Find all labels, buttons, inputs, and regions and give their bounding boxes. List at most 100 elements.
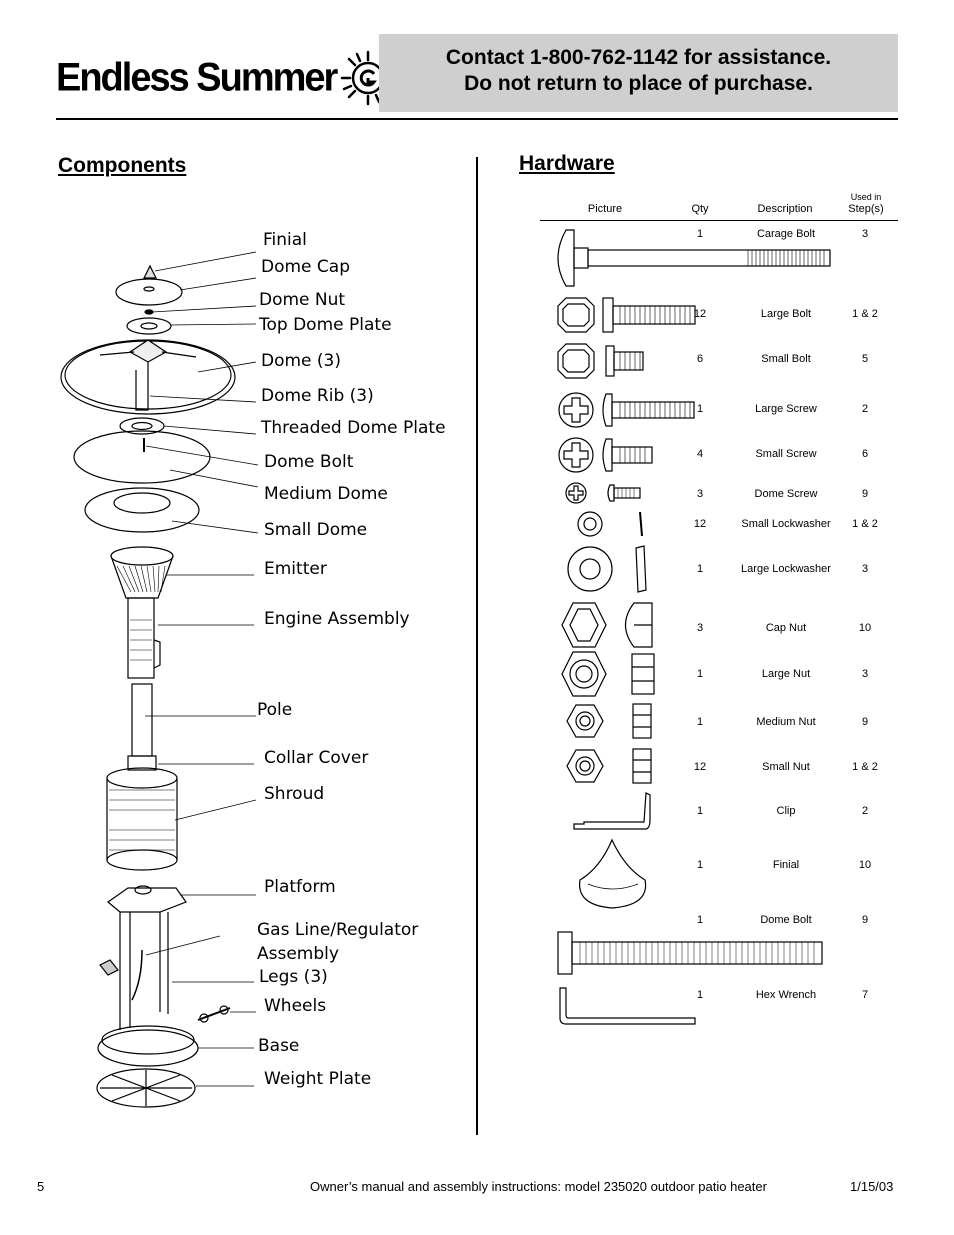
- row-qty: 12: [693, 518, 707, 530]
- label-dome-cap: Dome Cap: [261, 257, 350, 277]
- row-steps: 1 & 2: [852, 761, 878, 773]
- small-screw-icon: [558, 437, 653, 473]
- label-collar-cover: Collar Cover: [264, 748, 369, 768]
- manual-date: 1/15/03: [850, 1179, 894, 1194]
- header-rule: [56, 118, 898, 120]
- col-description: Description: [757, 203, 813, 215]
- label-finial: Finial: [263, 230, 307, 250]
- label-weight-plate: Weight Plate: [264, 1069, 372, 1089]
- row-qty: 1: [696, 716, 704, 728]
- contact-line-1: Contact 1-800-762-1142 for assistance.: [445, 46, 832, 69]
- contact-line-2: Do not return to place of purchase.: [464, 72, 813, 95]
- row-steps: 2: [861, 403, 869, 415]
- small-nut-icon: [566, 748, 652, 784]
- label-dome-nut: Dome Nut: [259, 290, 346, 310]
- components-title: Components: [58, 154, 187, 177]
- cap-nut-icon: [561, 602, 653, 648]
- row-description: Large Screw: [755, 403, 817, 415]
- column-divider: [476, 157, 478, 1135]
- small-lockwasher-icon: [577, 511, 643, 537]
- logo-text: Endless Summer: [56, 55, 338, 100]
- dome-screw-icon: [565, 482, 641, 504]
- row-steps: 10: [858, 622, 872, 634]
- contact-banner: Contact 1-800-762-1142 for assistance. D…: [379, 34, 898, 112]
- large-screw-icon: [558, 392, 695, 428]
- large-nut-icon: [561, 651, 655, 697]
- row-description: Cap Nut: [765, 622, 807, 634]
- label-dome: Dome (3): [261, 351, 341, 371]
- row-description: Small Lockwasher: [741, 518, 831, 530]
- row-qty: 6: [696, 353, 704, 365]
- col-picture: Picture: [587, 203, 623, 215]
- row-description: Small Screw: [755, 448, 817, 460]
- label-small-dome: Small Dome: [264, 520, 368, 540]
- row-description: Dome Bolt: [760, 914, 812, 926]
- page-number: 5: [37, 1179, 45, 1194]
- col-used-in: Used in: [850, 192, 882, 202]
- row-qty: 3: [696, 488, 704, 500]
- label-threaded-dome-plate: Threaded Dome Plate: [261, 418, 446, 438]
- row-qty: 1: [696, 914, 704, 926]
- row-description: Small Nut: [762, 761, 810, 773]
- exploded-view-diagram: [60, 251, 259, 1108]
- row-steps: 3: [861, 668, 869, 680]
- label-pole: Pole: [257, 700, 293, 720]
- large-bolt-icon: [557, 297, 696, 333]
- label-platform: Platform: [264, 877, 336, 897]
- row-steps: 3: [861, 563, 869, 575]
- row-qty: 1: [696, 989, 704, 1001]
- row-description: Large Nut: [761, 668, 811, 680]
- label-legs: Legs (3): [259, 967, 328, 987]
- row-description: Large Bolt: [760, 308, 812, 320]
- clip-icon: [573, 792, 651, 830]
- row-description: Carage Bolt: [756, 228, 816, 240]
- row-qty: 1: [696, 563, 704, 575]
- row-description: Finial: [772, 859, 800, 871]
- manual-title: Owner’s manual and assembly instructions…: [310, 1179, 767, 1194]
- hardware-title: Hardware: [519, 152, 615, 175]
- row-steps: 1 & 2: [852, 308, 878, 320]
- sun-icon: [341, 50, 396, 106]
- row-qty: 1: [696, 859, 704, 871]
- row-qty: 1: [696, 403, 704, 415]
- row-steps: 7: [861, 989, 869, 1001]
- label-emitter: Emitter: [264, 559, 327, 579]
- medium-nut-icon: [566, 703, 652, 739]
- row-qty: 4: [696, 448, 704, 460]
- row-qty: 1: [696, 228, 704, 240]
- row-steps: 10: [858, 859, 872, 871]
- row-qty: 12: [693, 308, 707, 320]
- label-gas-line-regulator: Gas Line/Regulator: [257, 920, 419, 940]
- row-qty: 1: [696, 805, 704, 817]
- label-dome-bolt: Dome Bolt: [264, 452, 354, 472]
- carriage-bolt-icon: [557, 229, 831, 287]
- finial-icon: [579, 838, 647, 909]
- row-description: Dome Screw: [754, 488, 818, 500]
- row-qty: 1: [696, 668, 704, 680]
- label-top-dome-plate: Top Dome Plate: [259, 315, 392, 335]
- row-steps: 6: [861, 448, 869, 460]
- dome-bolt-icon: [557, 931, 823, 975]
- label-dome-rib: Dome Rib (3): [261, 386, 374, 406]
- table-header-rule: [540, 220, 898, 221]
- row-qty: 12: [693, 761, 707, 773]
- label-engine-assembly: Engine Assembly: [264, 609, 410, 629]
- row-steps: 2: [861, 805, 869, 817]
- row-description: Small Bolt: [761, 353, 811, 365]
- label-shroud: Shroud: [264, 784, 325, 804]
- row-steps: 1 & 2: [852, 518, 878, 530]
- row-description: Medium Nut: [756, 716, 816, 728]
- row-steps: 5: [861, 353, 869, 365]
- row-steps: 9: [861, 488, 869, 500]
- col-qty: Qty: [691, 203, 709, 215]
- row-steps: 9: [861, 716, 869, 728]
- row-steps: 3: [861, 228, 869, 240]
- row-description: Large Lockwasher: [741, 563, 831, 575]
- label-wheels: Wheels: [264, 996, 327, 1016]
- small-bolt-icon: [557, 343, 644, 379]
- row-qty: 3: [696, 622, 704, 634]
- label-base: Base: [258, 1036, 300, 1056]
- brand-logo: Endless Summer: [56, 50, 396, 106]
- col-steps: Step(s): [848, 203, 884, 215]
- large-lockwasher-icon: [567, 545, 647, 593]
